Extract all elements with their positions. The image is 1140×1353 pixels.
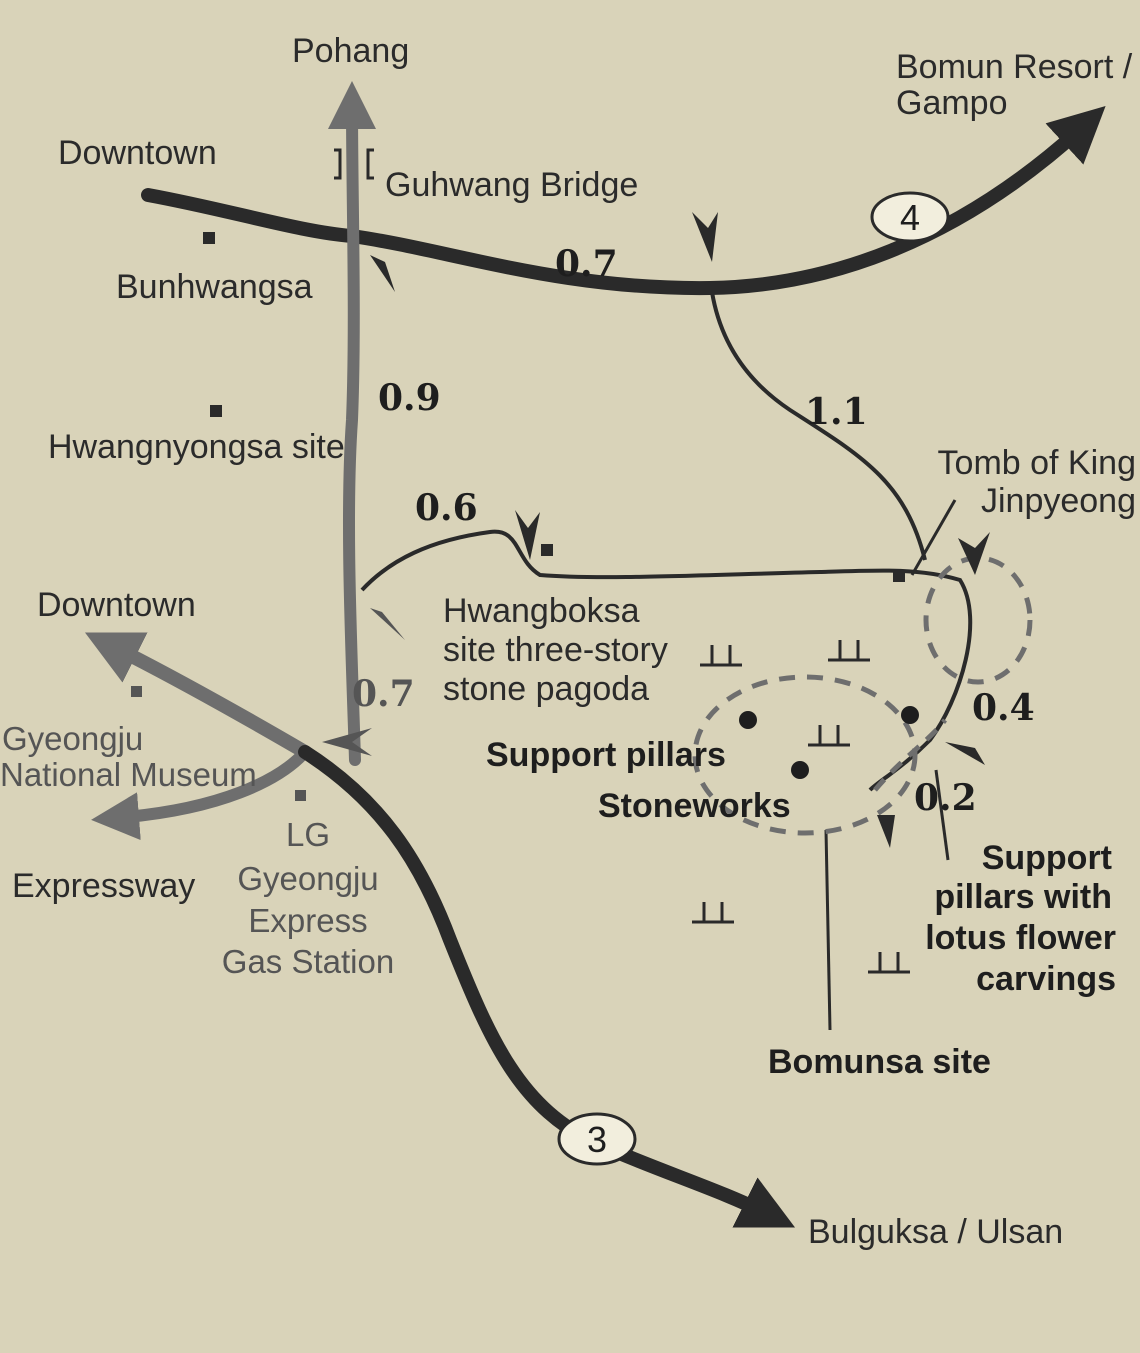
- hwangboksa-road: [360, 529, 973, 792]
- stoneworks-dot: [791, 761, 809, 779]
- expressway-road: [91, 746, 311, 841]
- hwangboksa-label-line3: stone pagoda: [443, 670, 649, 708]
- distance-guhwang: 0.7: [555, 243, 618, 285]
- tomb-marker: [893, 570, 905, 582]
- road-to-tomb: [710, 291, 927, 561]
- pohang-road: [328, 81, 377, 766]
- bomun-label-line1: Bomun Resort /: [896, 48, 1133, 86]
- bomunsa-site-outline: [692, 674, 918, 836]
- ruin-symbols: [692, 640, 910, 974]
- bomun-label-line2: Gampo: [896, 84, 1008, 122]
- route-4-badge: 4: [870, 191, 950, 243]
- bunhwangsa-marker: [203, 232, 215, 244]
- bomunsa-pointer-line: [824, 829, 832, 1031]
- tomb-site-outline: [923, 555, 1033, 685]
- lotus-label-line2: pillars with: [934, 878, 1112, 916]
- gas-station-label-line1: LG: [286, 816, 330, 853]
- distance-south: 0.7: [352, 673, 415, 715]
- tomb-pointer-line: [910, 499, 957, 576]
- downtown-left-label: Downtown: [37, 586, 196, 624]
- svg-text:4: 4: [900, 197, 920, 238]
- downtown-top-label: Downtown: [58, 134, 217, 172]
- hwangboksa-label-line1: Hwangboksa: [443, 592, 640, 630]
- expressway-label: Expressway: [12, 867, 195, 905]
- svg-text:3: 3: [587, 1119, 607, 1160]
- hwangboksa-marker: [541, 544, 553, 556]
- support-pillars-dot: [739, 711, 757, 729]
- stoneworks-label: Stoneworks: [598, 787, 791, 825]
- pohang-label: Pohang: [292, 32, 409, 70]
- direction-arrows: [322, 212, 990, 848]
- route-3-badge: 3: [557, 1112, 637, 1166]
- museum-label-line1: Gyeongju: [2, 720, 143, 757]
- gas-station-label-line4: Gas Station: [222, 943, 394, 980]
- gas-station-marker: [295, 790, 306, 801]
- distance-hwangboksa: 0.6: [415, 487, 478, 529]
- distance-to-tomb: 1.1: [805, 391, 868, 433]
- downtown-left-road: [84, 632, 312, 759]
- support-pillars-label: Support pillars: [486, 736, 726, 774]
- distance-tomb-segment: 0.4: [972, 687, 1035, 729]
- tomb-label-line1: Tomb of King: [938, 444, 1136, 482]
- lotus-pointer-line: [934, 769, 950, 861]
- bunhwangsa-label: Bunhwangsa: [116, 268, 313, 306]
- museum-label-line2: National Museum: [0, 756, 257, 793]
- hwangnyongsa-marker: [210, 405, 222, 417]
- distance-bomunsa: 0.2: [914, 777, 977, 819]
- lotus-pillars-dot: [901, 706, 919, 724]
- lotus-label-line1: Support: [982, 839, 1112, 877]
- bulguksa-label: Bulguksa / Ulsan: [808, 1213, 1063, 1251]
- outline-arc: [873, 718, 947, 792]
- bridge-icon: [334, 148, 374, 180]
- hwangboksa-label-line2: site three-story: [443, 631, 668, 669]
- distance-north-south: 0.9: [378, 377, 441, 419]
- gas-station-label-line3: Express: [248, 902, 367, 939]
- lotus-label-line4: carvings: [976, 960, 1116, 998]
- gas-station-label-line2: Gyeongju: [237, 860, 378, 897]
- guhwang-bridge-label: Guhwang Bridge: [385, 166, 638, 204]
- lotus-label-line3: lotus flower: [925, 919, 1116, 957]
- museum-marker: [131, 686, 142, 697]
- hwangnyongsa-label: Hwangnyongsa site: [48, 428, 345, 466]
- route-3-road: [298, 745, 796, 1228]
- bomunsa-label: Bomunsa site: [768, 1043, 991, 1081]
- tomb-label-line2: Jinpyeong: [981, 482, 1136, 520]
